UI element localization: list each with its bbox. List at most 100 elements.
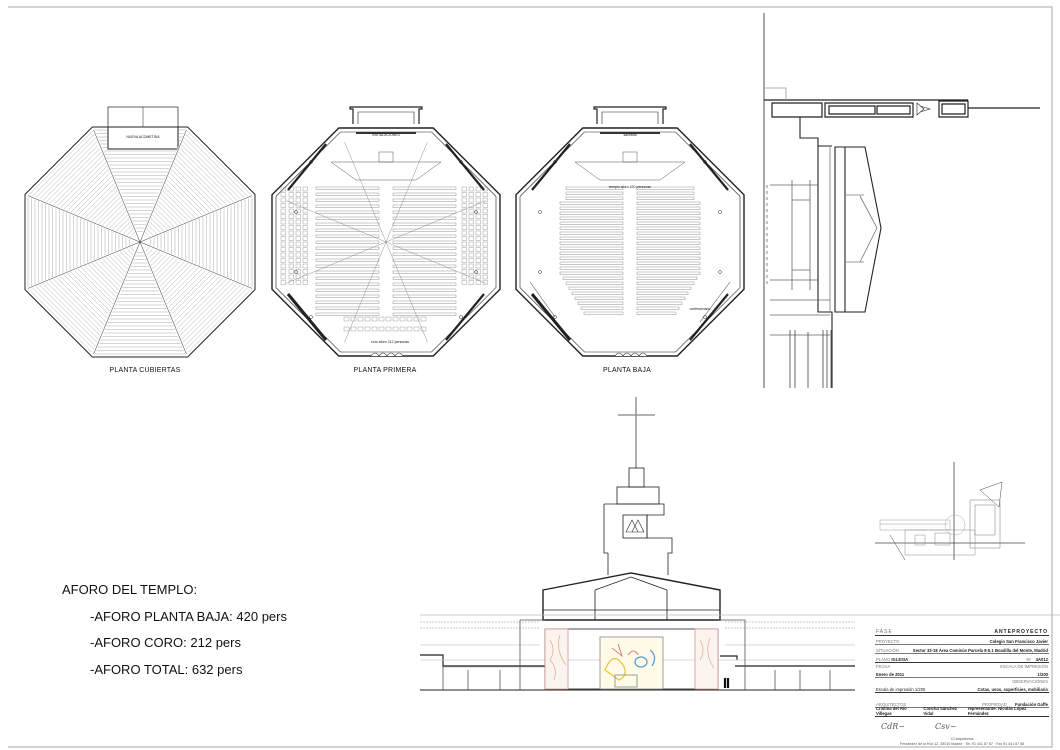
pew: [636, 196, 695, 200]
column: [294, 210, 298, 214]
pew: [392, 234, 457, 238]
observaciones-label: OBSERVACIONES: [1012, 679, 1048, 684]
pew: [392, 306, 457, 310]
pew: [315, 228, 380, 232]
pew: [562, 276, 624, 280]
room-label-instalaciones: INSTALACIONES: [372, 133, 400, 137]
numero-value: 4A012: [1035, 657, 1048, 662]
plano-value: IGLESIA: [891, 657, 909, 662]
pew: [574, 296, 624, 300]
pew: [392, 252, 457, 256]
pew: [559, 206, 624, 210]
arquitecto-1: Cristina del Río Villegas: [876, 706, 907, 716]
pew: [392, 270, 457, 274]
pew: [315, 288, 380, 292]
escala-label: ESCALA DE IMPRESIÓN: [1000, 664, 1048, 669]
escala-note: Escala de impresión 1/200: [876, 687, 926, 692]
pew: [559, 226, 624, 230]
signatures: CdR~Csv~: [881, 721, 957, 731]
pew: [315, 216, 380, 220]
pew: [315, 222, 380, 226]
column: [703, 315, 707, 319]
capacity-title: AFORO DEL TEMPLO:: [62, 582, 198, 597]
plano-label: PLANO: [876, 657, 891, 662]
plan-title-primera: PLANTA PRIMERA: [353, 367, 417, 374]
side-section: [763, 13, 1040, 388]
fase-label: FASE: [876, 629, 893, 635]
pew: [315, 270, 380, 274]
pew: [392, 198, 457, 202]
pew: [580, 306, 624, 310]
room-label-confesionario: confesionario: [689, 307, 711, 311]
pew: [636, 201, 701, 205]
capacity-notes: AFORO DEL TEMPLO: -AFORO PLANTA BAJA: 42…: [62, 577, 287, 683]
proyecto-value: Colegio San Francisco Javier: [989, 639, 1048, 644]
pew: [565, 191, 624, 195]
pew: [636, 271, 701, 275]
pew: [559, 231, 624, 235]
pew: [315, 264, 380, 268]
bell-tower: [628, 467, 645, 488]
pew: [315, 252, 380, 256]
pew: [636, 301, 683, 305]
column: [459, 315, 463, 319]
pew: [392, 186, 457, 190]
pew: [392, 192, 457, 196]
pew: [392, 204, 457, 208]
observaciones-value: Cotas, usos, superficies, mobiliario: [977, 687, 1048, 692]
column: [718, 210, 722, 214]
roof: [542, 572, 721, 621]
pew: [559, 221, 624, 225]
pew: [392, 222, 457, 226]
studio-name: CCarquitectos: [950, 737, 974, 741]
pew: [315, 300, 380, 304]
column: [474, 210, 478, 214]
pew: [392, 210, 457, 214]
plan-primera: [271, 106, 501, 357]
plan-title-baja: PLANTA BAJA: [603, 367, 651, 374]
pew: [636, 261, 701, 265]
column: [718, 270, 722, 274]
plan-title-cubiertas: PLANTA CUBIERTAS: [109, 367, 181, 374]
pew: [636, 206, 701, 210]
capacity-coro: -AFORO CORO: 212 pers: [90, 635, 241, 650]
pew: [559, 266, 624, 270]
room-label-sacristia: sacristía: [623, 133, 637, 137]
pew: [636, 241, 701, 245]
pew: [392, 240, 457, 244]
arquitectos-label: ARQUITECTOS: [876, 702, 907, 707]
capacity-planta-baja: -AFORO PLANTA BAJA: 420 pers: [90, 608, 287, 624]
column: [309, 315, 313, 319]
pew: [315, 234, 380, 238]
pew: [636, 296, 686, 300]
column: [309, 160, 313, 164]
representante: representante: Nicolás López Fernández: [967, 706, 1027, 716]
column: [538, 210, 542, 214]
fecha-value: Enero de 2011: [876, 672, 905, 677]
pew: [636, 211, 701, 215]
pew: [315, 312, 380, 316]
pew: [315, 294, 380, 298]
situacion-label: SITUACIÓN: [876, 648, 899, 653]
pew: [559, 211, 624, 215]
pew: [559, 236, 624, 240]
pew: [565, 186, 624, 190]
pew: [636, 266, 701, 270]
pew: [392, 282, 457, 286]
proyecto-label: PROYECTO: [876, 639, 900, 644]
situacion-value: Sector 33-18 Área Comisús Parcela 8-5.1 …: [912, 648, 1048, 653]
pew: [315, 306, 380, 310]
pew: [392, 294, 457, 298]
pew: [392, 312, 457, 316]
column: [553, 315, 557, 319]
pew: [559, 261, 624, 265]
pew: [315, 210, 380, 214]
pew: [636, 251, 701, 255]
pew: [636, 281, 695, 285]
templo-capacity-note: templo aforo 420 personas: [609, 185, 651, 189]
pew: [559, 271, 624, 275]
pew: [315, 276, 380, 280]
column: [474, 270, 478, 274]
